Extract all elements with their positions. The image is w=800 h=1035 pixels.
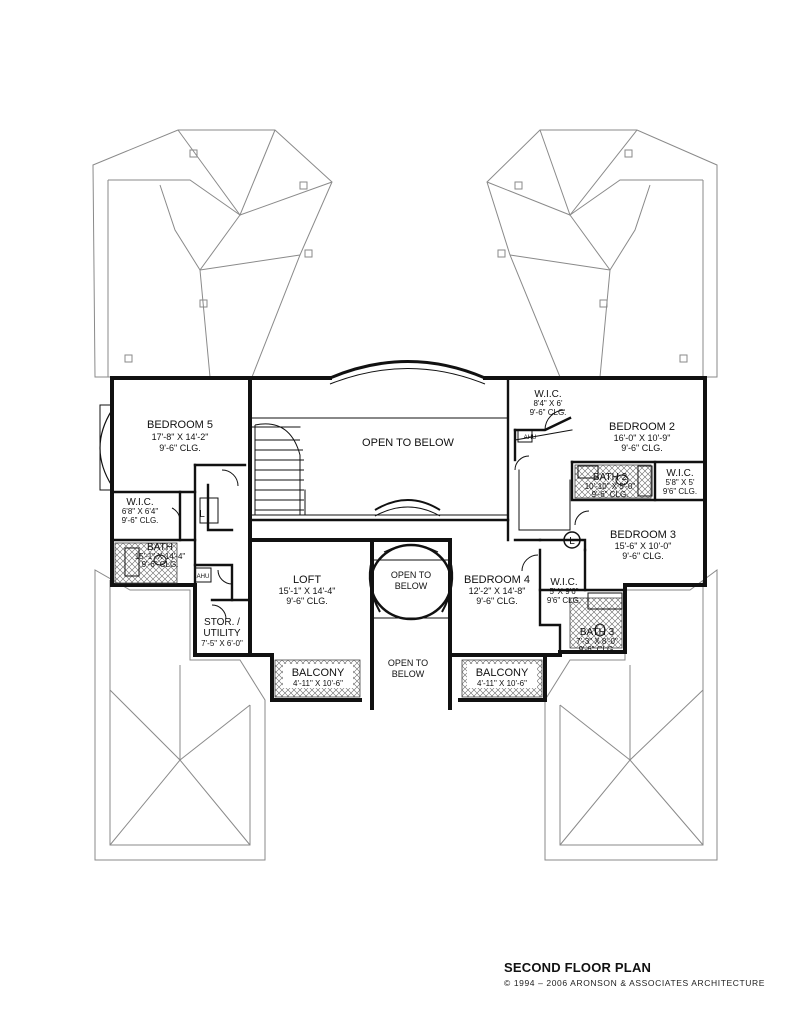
room-size: 10'-10" X 5'-0" <box>585 482 636 491</box>
room-size: 17'-8" X 14'-2" <box>152 432 209 442</box>
room-name: BALCONY <box>476 667 529 679</box>
room-name: BATH <box>147 542 173 553</box>
room-size: 7'-3" X 8'-0" <box>576 637 618 646</box>
room-bedroom3: BEDROOM 3 15'-6" X 10'-0" 9'-6" CLG. <box>610 529 676 561</box>
room-wic-bedroom2: W.I.C. 8'4" X 6' 9'-6" CLG. <box>530 389 567 417</box>
room-bath2: BATH 2 10'-10" X 5'-0" 9'-6" CLG. <box>585 472 636 499</box>
room-open-to-below-entry: OPEN TO BELOW <box>388 658 428 679</box>
room-name: W.I.C. <box>666 468 693 479</box>
room-bedroom2: BEDROOM 2 16'-0" X 10'-9" 9'-6" CLG. <box>609 421 675 453</box>
room-ceiling: 9'6" CLG. <box>663 487 697 496</box>
fixtures <box>124 429 653 637</box>
room-name: W.I.C. <box>126 497 153 508</box>
room-size: 15'-6" X 10'-0" <box>615 541 672 551</box>
roof-bottom-left <box>94 569 266 861</box>
thin-lines <box>99 404 573 619</box>
room-balcony-right: BALCONY 4'-11" X 10'-6" <box>467 664 537 688</box>
room-name-line1: OPEN TO <box>388 658 428 668</box>
room-ceiling: 9'-6" CLG. <box>622 551 663 561</box>
room-ceiling: 9'-6" CLG. <box>286 596 327 606</box>
room-name: W.I.C. <box>550 577 577 588</box>
room-ceiling: 9'-6" CLG. <box>142 560 179 569</box>
room-ceiling: 9'-6" CLG. <box>122 516 159 525</box>
room-size: 15'-1" X 14'-4" <box>279 586 336 596</box>
staircase <box>254 423 304 515</box>
room-name-line2: BELOW <box>392 669 425 679</box>
room-size: 4'-11" X 10'-6" <box>293 679 343 688</box>
room-name-line1: STOR. / <box>204 617 240 628</box>
room-open-to-below-main: OPEN TO BELOW <box>362 437 455 449</box>
room-name: BATH 2 <box>593 472 628 483</box>
room-bath3: BATH 3 7'-3" X 8'-0" 9'-6" CLG. <box>576 627 618 654</box>
room-name: BATH 3 <box>580 627 615 638</box>
room-ceiling: 9'-6" CLG. <box>476 596 517 606</box>
room-size: 4'-11" X 10'-6" <box>477 679 527 688</box>
room-name: LOFT <box>293 574 321 586</box>
roof-top-right <box>486 129 718 378</box>
room-bedroom5: BEDROOM 5 17'-8" X 14'-2" 9'-6" CLG. <box>147 419 213 453</box>
room-name-line2: BELOW <box>395 581 428 591</box>
room-name: BEDROOM 3 <box>610 529 676 541</box>
copyright-notice: © 1994 – 2006 ARONSON & ASSOCIATES ARCHI… <box>504 978 766 988</box>
room-ceiling: 9'-6" CLG. <box>621 443 662 453</box>
room-bath-bedroom5: BATH 15'-1" X 14'-4" 9'-6" CLG. <box>135 542 186 569</box>
room-size: 5' X 9'6" <box>549 587 578 596</box>
linen-closet-label: L <box>199 509 205 520</box>
room-wic-bedroom3: W.I.C. 5'8" X 5' 9'6" CLG. <box>663 468 697 496</box>
doors <box>171 409 590 620</box>
room-ceiling: 9'-6" CLG. <box>159 443 200 453</box>
room-wic-bedroom5: W.I.C. 6'8" X 6'4" 9'-6" CLG. <box>122 497 159 525</box>
room-bedroom4: BEDROOM 4 12'-2" X 14'-8" 9'-6" CLG. <box>464 574 530 606</box>
room-size: 8'4" X 6' <box>533 399 562 408</box>
room-size: 6'8" X 6'4" <box>122 507 158 516</box>
room-size: 15'-1" X 14'-4" <box>135 552 186 561</box>
title-block: SECOND FLOOR PLAN © 1994 – 2006 ARONSON … <box>504 960 794 988</box>
walls <box>99 376 707 710</box>
room-ceiling: 9'6" CLG. <box>547 596 581 605</box>
exterior-walls <box>110 376 707 710</box>
linen-closet-label: L <box>569 536 575 547</box>
room-name: BEDROOM 2 <box>609 421 675 433</box>
room-open-to-below-round: OPEN TO BELOW <box>391 570 431 591</box>
room-storage-utility: STOR. / UTILITY 7'-5" X 6'-0" <box>201 617 243 648</box>
ahu-label: AHU <box>197 574 210 580</box>
room-size: 7'-5" X 6'-0" <box>201 639 243 648</box>
ahu-label: AHU <box>524 435 537 441</box>
room-size: 12'-2" X 14'-8" <box>469 586 526 596</box>
room-name: BALCONY <box>292 667 345 679</box>
room-name: BEDROOM 4 <box>464 574 530 586</box>
room-name: BEDROOM 5 <box>147 419 213 431</box>
room-ceiling: 9'-6" CLG. <box>579 645 616 654</box>
room-ceiling: 9'-6" CLG. <box>592 490 629 499</box>
roof-bottom-right <box>544 569 718 861</box>
roof-top-left <box>92 129 333 378</box>
room-name: W.I.C. <box>534 389 561 400</box>
small-labels: L L AHU AHU <box>197 435 576 580</box>
room-wic-bedroom4: W.I.C. 5' X 9'6" 9'6" CLG. <box>547 577 581 605</box>
room-name: OPEN TO BELOW <box>362 437 455 449</box>
room-balcony-left: BALCONY 4'-11" X 10'-6" <box>283 664 353 688</box>
plan-title: SECOND FLOOR PLAN <box>504 960 652 975</box>
room-size: 5'8" X 5' <box>665 478 694 487</box>
room-ceiling: 9'-6" CLG. <box>530 408 567 417</box>
room-name-line2: UTILITY <box>203 628 241 639</box>
roof-outlines <box>92 129 718 861</box>
room-name-line1: OPEN TO <box>391 570 431 580</box>
curved-walls <box>99 360 486 621</box>
room-size: 16'-0" X 10'-9" <box>614 433 671 443</box>
room-loft: LOFT 15'-1" X 14'-4" 9'-6" CLG. <box>279 574 336 606</box>
